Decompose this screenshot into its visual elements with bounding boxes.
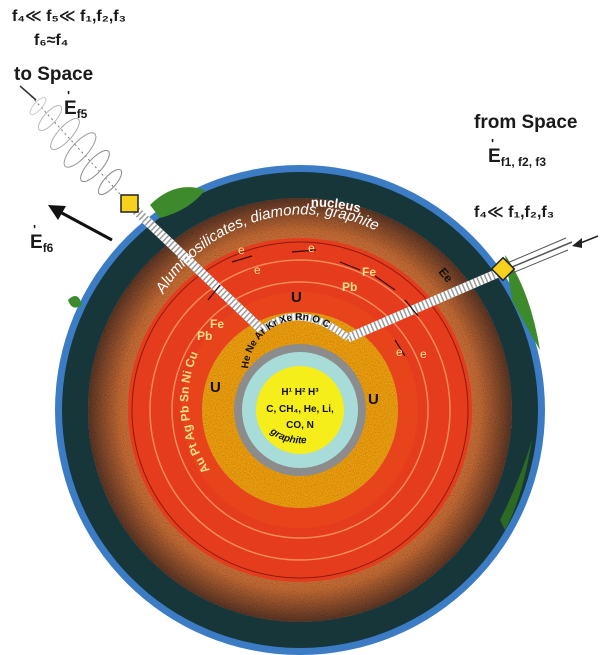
orbit-line: [131, 241, 469, 579]
continent-patch: [505, 255, 540, 350]
incoming-wave-coil: [346, 237, 573, 343]
orbit-line: [149, 259, 451, 561]
frequency-relation-top: f₄≪ f₅≪ f₁,f₂,f₃: [12, 8, 127, 25]
hydrogen-core: [256, 366, 344, 454]
electron-marker: e: [238, 243, 245, 257]
e-f123-label: Ef1, f2, f3: [488, 146, 546, 169]
to-space-label: to Space: [14, 64, 94, 85]
to-space-arrow: [19, 85, 37, 101]
electron-marker: e: [396, 345, 403, 359]
continent-patch: [150, 187, 205, 218]
continent-patch: [68, 296, 82, 308]
electron-marker: e: [254, 263, 261, 277]
uranium-label-top: U: [291, 289, 302, 306]
outgoing-wave-coil: [29, 94, 266, 334]
incoming-frequency-relation: f₄≪ f₁,f₂,f₃: [474, 204, 555, 221]
e-f6-label: Ef6: [30, 232, 53, 255]
continent-patch: [500, 440, 532, 530]
uranium-label-left: U: [210, 379, 221, 396]
core-text-line3: CO, N: [286, 420, 314, 431]
core-text-line2: C, CH₄, He, Li,: [266, 404, 334, 415]
core-text-line1: H¹ H² H³: [281, 387, 319, 398]
e-f5-label: Ef5: [64, 98, 87, 121]
uranium-label-right: U: [368, 391, 379, 408]
inner-coil-path: [259, 313, 351, 341]
ef6-arrowhead: [48, 205, 66, 220]
electron-marker: e: [420, 347, 427, 361]
flow-arrows: [207, 249, 419, 357]
ef6-arrow: [59, 210, 113, 242]
incoming-marker: [490, 256, 516, 282]
incoming-arrowhead: [572, 238, 582, 248]
outgoing-marker: [120, 194, 139, 213]
lead-label-left: Pb: [197, 329, 212, 343]
frequency-relation-second: f₆≈f₄: [34, 32, 69, 49]
iron-label-right: Fe: [362, 265, 376, 279]
iron-label-left: Fe: [210, 317, 224, 331]
orbit-line: [171, 281, 429, 539]
electron-marker: e: [308, 241, 315, 255]
lead-label-right: Pb: [342, 280, 357, 294]
from-space-label: from Space: [474, 112, 578, 133]
